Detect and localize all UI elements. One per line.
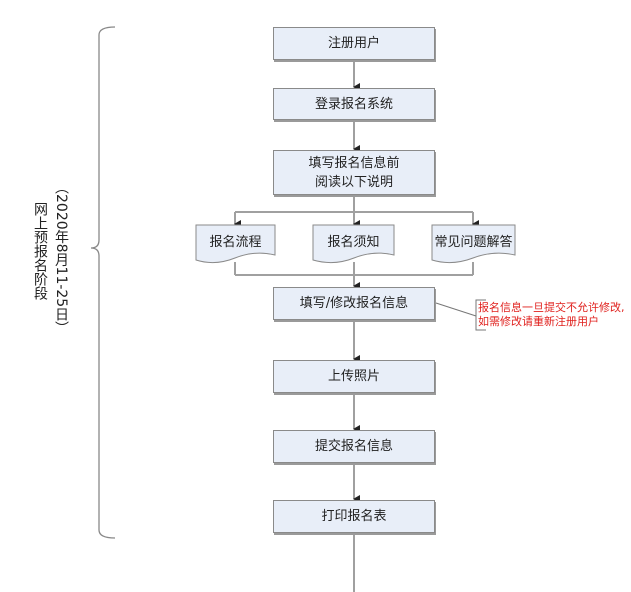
step-label: 填写/修改报名信息: [299, 296, 409, 311]
document-shape-process: [195, 224, 276, 264]
note-line1: 报名信息一旦提交不允许修改,: [478, 301, 625, 314]
note-leader: [435, 302, 477, 317]
stage-dates: （2020年8月11-25日）: [53, 180, 69, 336]
step-read-before: 填写报名信息前 阅读以下说明: [273, 150, 435, 195]
step-label: 注册用户: [327, 36, 380, 51]
step-print: 打印报名表: [273, 500, 435, 533]
document-shape-notice: [312, 224, 395, 264]
step-label-line2: 阅读以下说明: [314, 174, 393, 190]
step-label: 登录报名系统: [314, 96, 393, 112]
step-upload-photo: 上传照片: [273, 360, 435, 393]
note-bracket: [475, 299, 486, 331]
step-register: 注册用户: [273, 27, 435, 60]
note-text: 报名信息一旦提交不允许修改, 如需修改请重新注册用户: [478, 301, 625, 329]
stage-brace: [90, 26, 116, 539]
step-fill-modify: 填写/修改报名信息: [273, 287, 435, 320]
step-login: 登录报名系统: [273, 88, 435, 120]
document-shape-faq: [431, 224, 516, 264]
document-faq: 常见问题解答: [434, 234, 513, 250]
document-process: 报名流程: [209, 234, 262, 250]
stage-title: 网上预报名阶段: [32, 202, 48, 300]
step-label: 上传照片: [327, 369, 380, 384]
document-notice: 报名须知: [327, 234, 380, 250]
step-label-line1: 填写报名信息前: [308, 155, 400, 171]
note-line2: 如需修改请重新注册用户: [478, 315, 599, 328]
step-label: 提交报名信息: [314, 439, 393, 454]
step-label: 打印报名表: [321, 509, 387, 524]
step-submit: 提交报名信息: [273, 430, 435, 463]
